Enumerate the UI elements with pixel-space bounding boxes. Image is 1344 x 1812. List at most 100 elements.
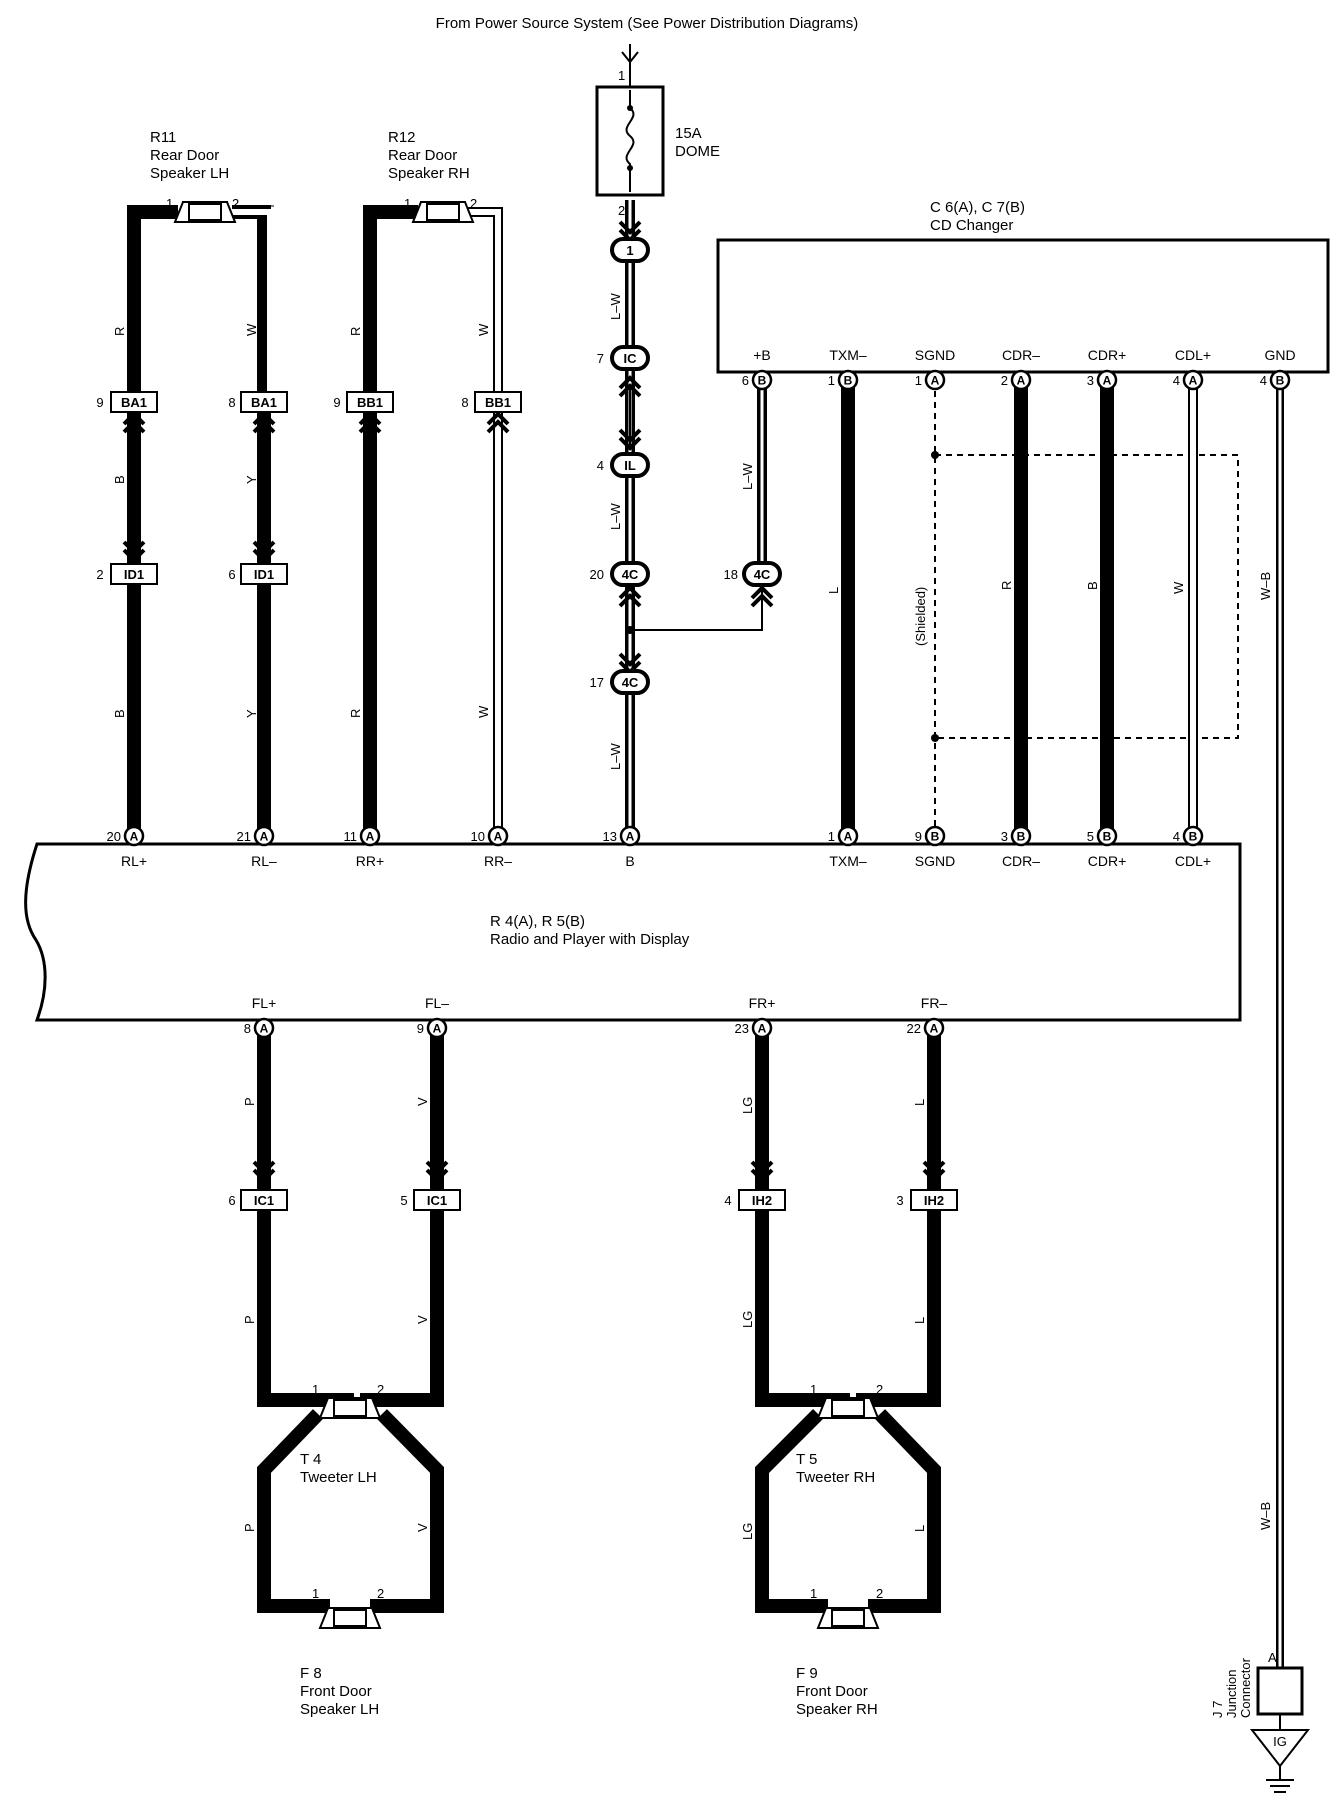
terminal-pin: 4 [1173,373,1180,388]
svg-text:4: 4 [597,458,604,473]
ground-ig: IG [1273,1734,1287,1749]
rect-connectors: BA1 9 BA1 8 BB1 9 BB1 8 ID1 2 ID1 6 IC1 … [96,391,958,1211]
wires [127,200,1284,1668]
terminal-label: +B [753,347,771,363]
svg-text:9: 9 [333,395,340,410]
svg-text:4C: 4C [754,567,771,582]
svg-text:Y: Y [244,475,259,484]
svg-text:2: 2 [232,196,239,211]
svg-text:R 4(A), R 5(B): R 4(A), R 5(B) [490,913,585,930]
svg-text:2: 2 [618,203,625,218]
svg-text:20: 20 [590,567,604,582]
terminal-pin: 5 [1087,829,1094,844]
svg-text:B: B [1085,581,1100,590]
terminal-conn: B [931,830,940,844]
terminal-pin: 4 [1260,373,1267,388]
terminal-conn: A [931,374,940,388]
svg-text:IL: IL [624,458,636,473]
svg-text:Connector: Connector [1238,1657,1253,1718]
svg-text:P: P [242,1097,257,1106]
svg-text:1: 1 [810,1382,817,1397]
terminal-pin: 10 [471,829,485,844]
svg-text:BB1: BB1 [357,395,383,410]
junction-connector-j7: A IG J 7 Junction Connector [1210,1650,1311,1793]
terminal-conn: A [494,830,503,844]
svg-text:L: L [826,587,841,594]
terminal-pin: 3 [1001,829,1008,844]
svg-text:T 5: T 5 [796,1451,817,1468]
terminal-conn: B [1189,830,1198,844]
svg-text:2: 2 [876,1382,883,1397]
terminal-label: SGND [915,853,955,869]
svg-text:ID1: ID1 [254,567,274,582]
terminal-label: FL+ [252,995,277,1011]
svg-text:W: W [244,323,259,336]
radio-top-terminals: A20RL+A21RL–A11RR+A10RR–A13BA1TXM–B9SGND… [107,825,1211,869]
svg-text:J 7: J 7 [1210,1701,1225,1718]
terminal-label: CDR– [1002,347,1040,363]
terminal-label: CDL+ [1175,347,1211,363]
svg-text:W: W [476,323,491,336]
svg-text:W–B: W–B [1258,1502,1273,1530]
svg-text:8: 8 [228,395,235,410]
speaker-f8: F 8 Front Door Speaker LH 1 2 [300,1586,384,1718]
terminal-label: B [625,853,634,869]
svg-text:2: 2 [876,1586,883,1601]
svg-text:4C: 4C [622,675,639,690]
svg-text:L–W: L–W [740,463,755,490]
svg-text:CD Changer: CD Changer [930,217,1013,234]
svg-text:1: 1 [312,1586,319,1601]
speaker-t4: T 4 Tweeter LH 1 2 [300,1382,384,1486]
terminal-pin: 20 [107,829,121,844]
terminal-pin: 3 [1087,373,1094,388]
terminal-conn: A [366,830,375,844]
terminal-conn: A [1103,374,1112,388]
terminal-label: CDL+ [1175,853,1211,869]
svg-text:8: 8 [461,395,468,410]
svg-text:B: B [112,475,127,484]
terminal-pin: 6 [742,373,749,388]
svg-text:W–B: W–B [1258,572,1273,600]
terminal-label: TXM– [829,853,867,869]
power-source-title: From Power Source System (See Power Dist… [436,15,859,32]
svg-text:ID1: ID1 [124,567,144,582]
svg-text:IC1: IC1 [427,1193,447,1208]
svg-text:6: 6 [228,567,235,582]
svg-text:Rear Door: Rear Door [150,147,219,164]
terminal-label: FL– [425,995,449,1011]
speaker-f9: F 9 Front Door Speaker RH 1 2 [796,1586,883,1718]
svg-text:1: 1 [626,243,633,258]
terminal-conn: A [433,1022,442,1036]
svg-text:W: W [1171,581,1186,594]
svg-text:Speaker LH: Speaker LH [300,1701,379,1718]
svg-text:L–W: L–W [608,503,623,530]
terminal-conn: B [1103,830,1112,844]
svg-text:LG: LG [740,1097,755,1114]
svg-text:L: L [912,1099,927,1106]
svg-text:2: 2 [377,1586,384,1601]
svg-text:Y: Y [244,709,259,718]
terminal-b: B6+B [742,347,773,391]
terminal-label: CDR+ [1088,853,1127,869]
terminal-pin: 22 [907,1021,921,1036]
terminal-pin: 8 [244,1021,251,1036]
svg-text:Speaker LH: Speaker LH [150,165,229,182]
terminal-label: SGND [915,347,955,363]
svg-text:F 8: F 8 [300,1665,322,1682]
svg-text:18: 18 [724,567,738,582]
